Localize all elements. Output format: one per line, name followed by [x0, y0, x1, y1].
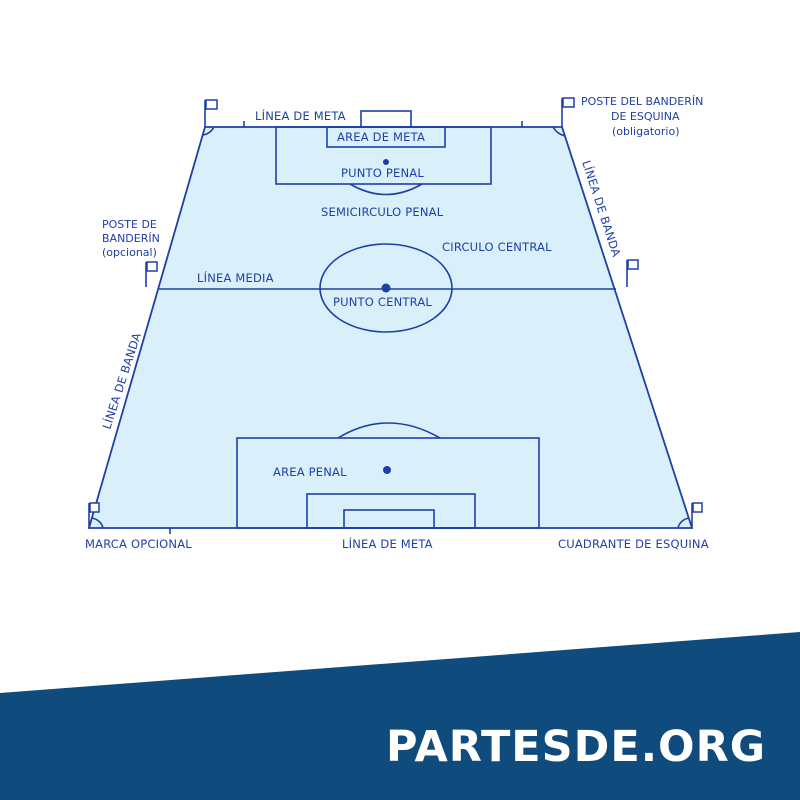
bottom-penalty-arc [337, 422, 441, 439]
top-goal-area [326, 126, 446, 148]
corner-flag-top-right-icon [561, 97, 575, 127]
label-linea-meta-bottom: LÍNEA DE META [342, 536, 433, 551]
halfway-flag-right-icon [626, 259, 639, 287]
bottom-goal [343, 509, 435, 529]
top-penalty-arc [349, 183, 423, 196]
label-marca-opcional: MARCA OPCIONAL [85, 537, 192, 551]
label-poste-opcional-3: (opcional) [102, 246, 157, 259]
top-goal [360, 110, 412, 128]
corner-flag-bottom-right-icon [691, 502, 703, 528]
label-circulo-central: CIRCULO CENTRAL [442, 240, 552, 254]
corner-arc-bottom-left [91, 517, 104, 529]
corner-arc-top-left [202, 126, 215, 136]
corner-arc-bottom-right [677, 517, 690, 529]
top-penalty-spot [383, 159, 389, 165]
label-area-meta: AREA DE META [337, 130, 425, 144]
label-poste-obligatorio-1: POSTE DEL BANDERÍN [581, 95, 703, 108]
center-circle [319, 243, 453, 333]
label-poste-opcional-1: POSTE DE [102, 218, 157, 231]
corner-arc-top-right [552, 126, 566, 137]
label-poste-obligatorio-3: (obligatorio) [612, 125, 679, 138]
label-linea-media: LÍNEA MEDIA [197, 270, 274, 285]
label-poste-opcional-2: BANDERÍN [102, 232, 160, 245]
label-semicirculo-penal: SEMICIRCULO PENAL [321, 205, 444, 219]
corner-flag-bottom-left-icon [88, 502, 100, 528]
label-cuadrante-esquina: CUADRANTE DE ESQUINA [558, 537, 709, 551]
label-punto-central: PUNTO CENTRAL [333, 295, 432, 309]
label-poste-obligatorio-2: DE ESQUINA [611, 110, 680, 123]
corner-flag-top-left-icon [204, 99, 218, 127]
label-area-penal: AREA PENAL [273, 465, 347, 479]
bottom-penalty-spot [383, 466, 391, 474]
brand-logo: PARTESDE.ORG [385, 722, 766, 772]
label-linea-meta-top: LÍNEA DE META [255, 108, 346, 123]
label-punto-penal: PUNTO PENAL [341, 166, 424, 180]
halfway-flag-left-icon [145, 261, 158, 287]
center-spot [381, 283, 391, 293]
brand-banner [0, 632, 800, 800]
